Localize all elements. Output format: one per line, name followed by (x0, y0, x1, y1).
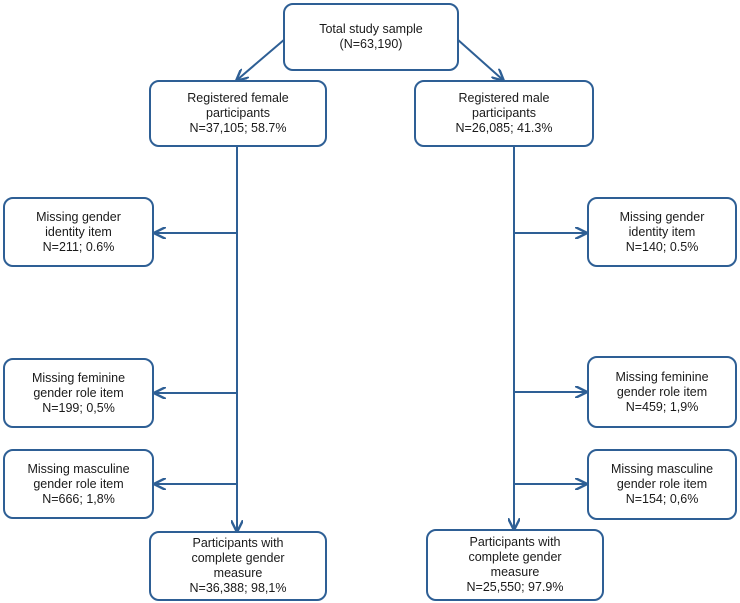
female-complete-label-3: measure (213, 566, 263, 580)
male-complete-label: Participants with (469, 535, 561, 549)
male-participants-count: N=26,085; 41.3% (455, 121, 553, 135)
female-complete-count: N=36,388; 98,1% (189, 581, 287, 595)
female-participants-label: Registered female (187, 91, 289, 105)
arrow-total-to-male (456, 38, 503, 80)
male-missing-feminine-label: Missing feminine (615, 369, 709, 384)
female-complete-label-2: complete gender (191, 551, 285, 565)
female-missing-feminine-box: Missing feminine gender role item N=199;… (3, 358, 154, 428)
female-missing-feminine-count: N=199; 0,5% (42, 400, 115, 415)
male-missing-identity-count: N=140; 0.5% (625, 239, 699, 254)
male-missing-feminine-count: N=459; 1,9% (625, 399, 699, 414)
female-missing-feminine-label: Missing feminine (31, 370, 126, 385)
female-complete-label: Participants with (192, 536, 284, 550)
female-participants-box: Registered female participants N=37,105;… (149, 80, 327, 147)
total-sample-box: Total study sample (N=63,190) (283, 3, 459, 71)
male-missing-masculine-count: N=154; 0,6% (625, 492, 699, 506)
male-missing-masculine-box: Missing masculine gender role item N=154… (587, 449, 737, 520)
female-missing-identity-label: Missing gender (36, 209, 121, 224)
male-complete-box: Participants with complete gender measur… (426, 529, 604, 601)
male-missing-identity-box: Missing gender identity item N=140; 0.5% (587, 197, 737, 267)
female-missing-identity-box: Missing gender identity item N=211; 0.6% (3, 197, 154, 267)
male-participants-box: Registered male participants N=26,085; 4… (414, 80, 594, 147)
male-missing-feminine-box: Missing feminine gender role item N=459;… (587, 356, 737, 428)
female-missing-identity-label-2: identity item (45, 224, 112, 239)
male-missing-masculine-label: Missing masculine (610, 462, 714, 476)
female-missing-masculine-count: N=666; 1,8% (42, 491, 115, 506)
male-complete-label-2: complete gender (468, 550, 562, 564)
male-complete-label-3: measure (490, 565, 540, 579)
female-missing-masculine-label-2: gender role item (33, 476, 124, 491)
male-participants-label-2: participants (472, 106, 536, 120)
arrow-total-to-female (237, 38, 286, 80)
male-missing-masculine-label-2: gender role item (616, 477, 708, 491)
male-participants-label: Registered male (458, 91, 550, 105)
male-complete-count: N=25,550; 97.9% (466, 580, 564, 594)
total-sample-label: Total study sample (319, 22, 423, 36)
total-sample-count: (N=63,190) (339, 37, 403, 51)
female-missing-masculine-box: Missing masculine gender role item N=666… (3, 449, 154, 519)
male-missing-feminine-label-2: gender role item (616, 384, 708, 399)
male-missing-identity-label-2: identity item (628, 224, 696, 239)
male-missing-identity-label: Missing gender (619, 209, 705, 224)
female-missing-feminine-label-2: gender role item (33, 385, 124, 400)
female-missing-masculine-label: Missing masculine (27, 461, 130, 476)
female-complete-box: Participants with complete gender measur… (149, 531, 327, 601)
female-participants-label-2: participants (206, 106, 270, 120)
female-participants-count: N=37,105; 58.7% (189, 121, 287, 135)
female-missing-identity-count: N=211; 0.6% (42, 239, 115, 254)
